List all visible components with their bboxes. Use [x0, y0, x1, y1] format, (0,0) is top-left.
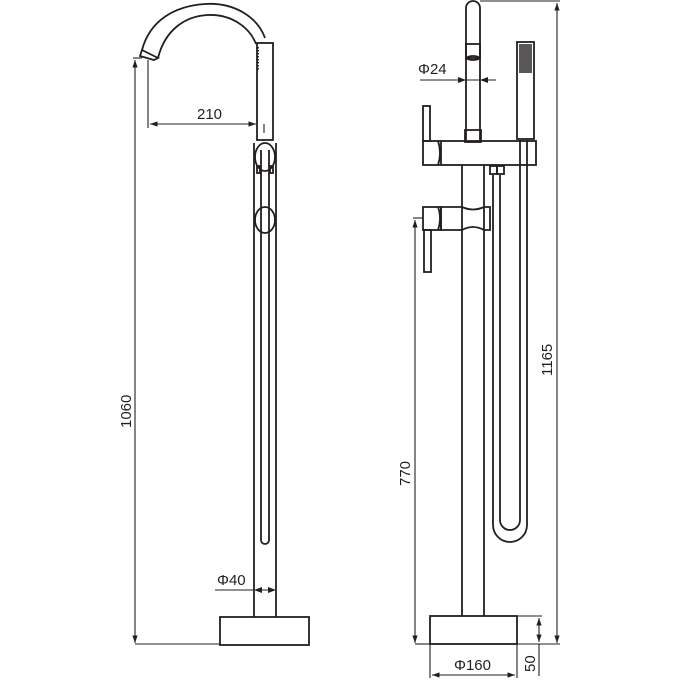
hand-shower-front — [516, 41, 535, 140]
hose-front — [492, 140, 528, 543]
lower-lever — [423, 229, 432, 273]
spout-vertical — [465, 0, 481, 140]
front-base — [429, 615, 518, 645]
dim-1060-label: 1060 — [118, 395, 135, 428]
spout-tip — [138, 48, 161, 61]
hand-shower — [256, 42, 274, 141]
spout-inner-arc — [157, 14, 257, 59]
upper-body — [422, 140, 537, 166]
front-view: Φ24 770 1165 50 Φ160 — [397, 0, 560, 678]
holder-knob — [254, 142, 276, 172]
dim-phi160-label: Φ160 — [454, 657, 491, 674]
side-view: 210 1060 Φ40 — [118, 3, 310, 646]
dim-phi40-label: Φ40 — [217, 572, 246, 589]
dim-770-label: 770 — [397, 461, 414, 486]
dim-phi24-label: Φ24 — [418, 61, 447, 78]
side-base — [219, 616, 310, 646]
lower-body — [440, 206, 491, 231]
lower-knob — [254, 206, 276, 234]
dim-1165-label: 1165 — [539, 344, 556, 376]
hose-loop — [260, 150, 270, 545]
dim-50-label: 50 — [522, 655, 539, 672]
top-lever — [422, 105, 431, 142]
dim-210-label: 210 — [197, 106, 222, 123]
spout-outer-arc — [141, 3, 266, 51]
